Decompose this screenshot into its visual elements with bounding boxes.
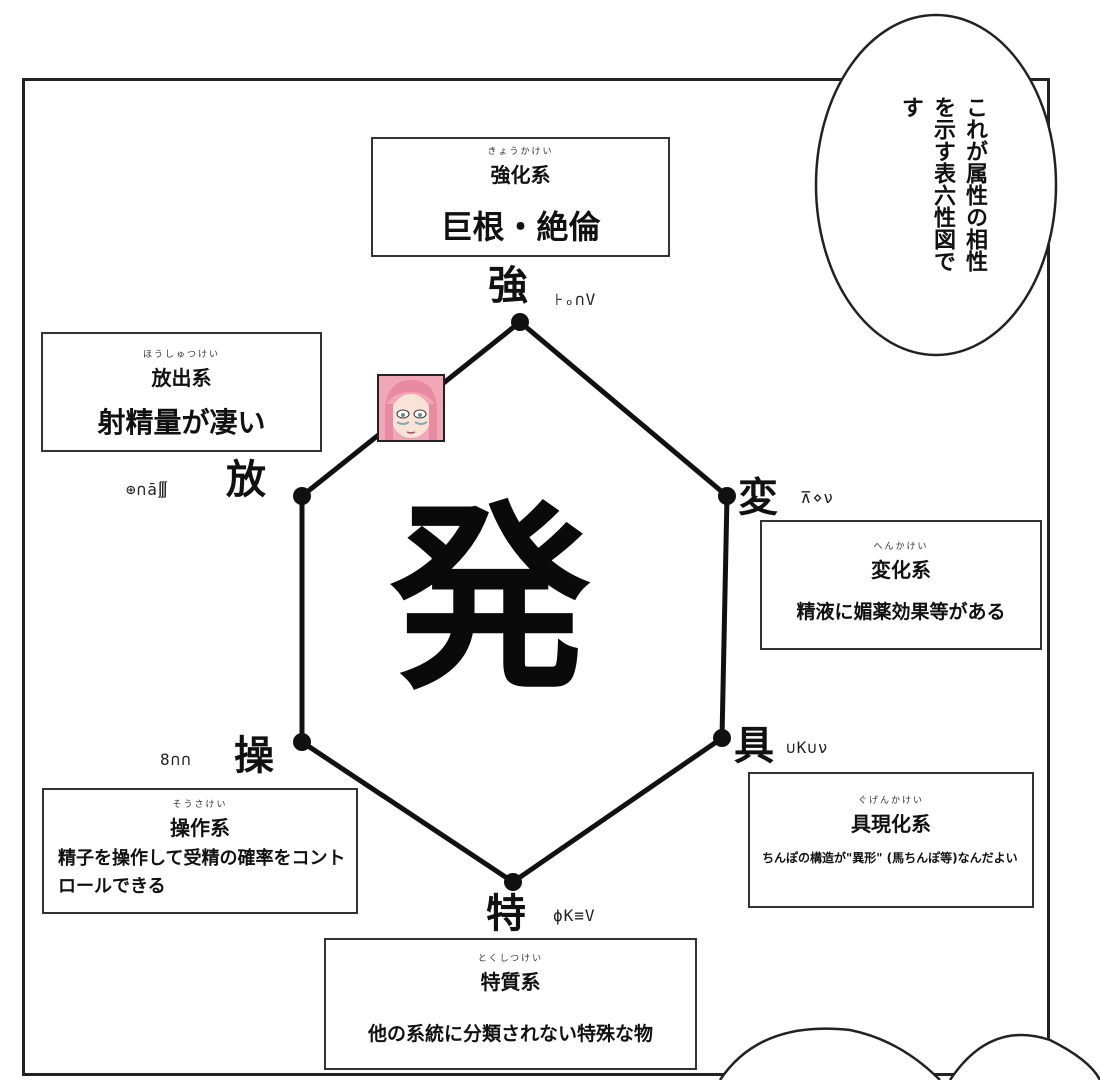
node-script-change: ⊼⋄ν — [800, 488, 834, 507]
box-change: へんかけい 変化系 精液に媚薬効果等がある — [760, 520, 1042, 650]
box-ruby: ほうしゅつけい — [142, 350, 220, 360]
cloud-shape — [718, 1027, 941, 1080]
node-script-manip: 8∩∩ — [160, 750, 192, 769]
box-description: 射精量が凄い — [97, 406, 266, 439]
node-label-manip: 操 — [234, 732, 274, 779]
box-description: ちんぽの構造が"異形" (馬ちんぽ等)なんだよい — [762, 851, 1018, 865]
character-sticker — [377, 374, 445, 442]
node-script-spec: ϕK≡V — [553, 906, 596, 925]
box-description: 他の系統に分類されない特殊な物 — [367, 1023, 653, 1045]
panel-frame — [22, 78, 1050, 1076]
box-concr: ぐげんかけい 具現化系 ちんぽの構造が"異形" (馬ちんぽ等)なんだよい — [748, 772, 1034, 908]
node-label-emit: 放 — [226, 456, 266, 503]
node-label-concr: 具 — [734, 722, 774, 769]
box-description: 巨根・絶倫 — [440, 208, 601, 246]
center-character: 発 — [390, 482, 591, 717]
box-spec: とくしつけい 特質系 他の系統に分類されない特殊な物 — [324, 938, 697, 1070]
node-label-strong: 強 — [488, 262, 528, 309]
box-ruby: きょうかけい — [487, 147, 554, 157]
box-ruby: そうさけい — [172, 800, 228, 810]
box-category: 強化系 — [490, 163, 551, 187]
box-category: 特質系 — [480, 970, 541, 994]
box-strong: きょうかけい 強化系 巨根・絶倫 — [371, 137, 670, 257]
cloud-shape — [948, 1033, 1100, 1080]
box-description: 精液に媚薬効果等がある — [796, 601, 1006, 623]
box-emit: ほうしゅつけい 放出系 射精量が凄い — [41, 332, 322, 452]
box-category: 操作系 — [170, 816, 230, 840]
node-script-emit: ⊕∩ā∭ — [126, 480, 169, 499]
character-face-icon — [379, 376, 443, 440]
node-label-spec: 特 — [486, 890, 526, 937]
box-category: 変化系 — [871, 558, 931, 582]
box-ruby: とくしつけい — [477, 954, 544, 964]
box-ruby: ぐげんかけい — [857, 796, 924, 806]
node-dot-change — [718, 487, 736, 505]
speech-bubble-text: これが属性の相性を示す表六性図です — [898, 96, 987, 272]
box-ruby: へんかけい — [873, 542, 929, 552]
node-dot-emit — [293, 487, 311, 505]
box-category: 放出系 — [151, 366, 212, 390]
speech-bubble — [814, 13, 1058, 357]
node-dot-spec — [504, 873, 522, 891]
node-label-change: 変 — [738, 474, 778, 521]
node-dot-concr — [713, 729, 731, 747]
node-dot-strong — [511, 313, 529, 331]
node-script-strong: ⊦ₒ∩V — [555, 290, 597, 309]
box-category: 具現化系 — [851, 812, 931, 836]
box-description: 精子を操作して受精の確率をコントロールできる — [58, 848, 346, 897]
box-manip: そうさけい 操作系 精子を操作して受精の確率をコントロールできる — [42, 788, 358, 914]
node-dot-manip — [293, 733, 311, 751]
node-script-concr: ∪K∪ν — [786, 738, 829, 757]
